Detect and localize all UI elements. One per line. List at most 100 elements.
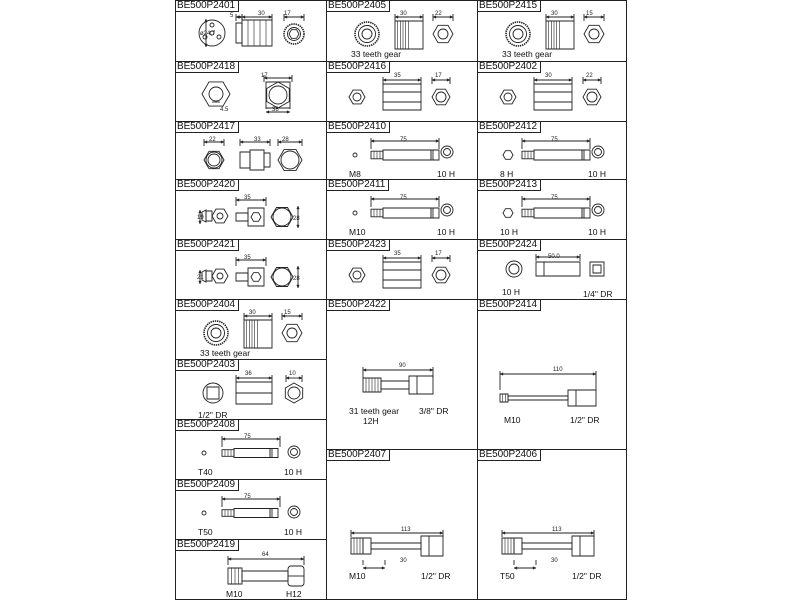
arrow-head xyxy=(287,111,290,114)
bore-circle xyxy=(438,29,448,39)
gear-inner xyxy=(359,26,376,43)
drawing-group xyxy=(349,255,450,288)
part-drawing xyxy=(176,480,328,541)
socket-body xyxy=(534,84,572,110)
drum-face xyxy=(199,20,225,46)
part-drawing xyxy=(176,420,328,481)
arrow-head xyxy=(277,498,280,501)
arrow-head xyxy=(601,16,604,19)
adapter-stem xyxy=(236,273,248,281)
drive-square xyxy=(207,387,219,399)
part-code: BE500P2424 xyxy=(478,240,541,251)
hex-outline xyxy=(212,209,228,223)
spline-collar xyxy=(514,538,522,554)
ring-inner xyxy=(444,207,451,214)
gear-teeth-ring xyxy=(355,22,379,46)
drawing-group xyxy=(502,530,594,569)
nut-bore xyxy=(269,86,287,104)
part-caption: T40 xyxy=(198,467,213,477)
part-drawing xyxy=(478,240,628,301)
bore-circle xyxy=(436,92,446,102)
part-caption: T50 xyxy=(198,527,213,537)
part-drawing xyxy=(478,450,628,601)
part-caption: 10 H xyxy=(588,227,606,237)
pin-hole xyxy=(203,35,207,39)
arrow-head xyxy=(244,315,247,318)
arrow-head xyxy=(432,79,435,82)
arrow-head xyxy=(546,16,549,19)
arrow-head xyxy=(239,16,242,19)
part-drawing xyxy=(327,300,479,451)
arrow-head xyxy=(284,16,287,19)
bit-hex-end xyxy=(582,208,590,218)
gear-inner xyxy=(208,325,225,342)
arrow-head xyxy=(204,141,207,144)
arrow-head xyxy=(278,141,281,144)
arrow-head xyxy=(297,266,300,269)
arrow-head xyxy=(587,140,590,143)
arrow-head xyxy=(502,532,505,535)
part-caption: 12H xyxy=(363,416,379,426)
hex-outline xyxy=(583,89,601,105)
ring-inner xyxy=(291,509,298,516)
part-drawing xyxy=(478,62,628,123)
dimension-label: 35 xyxy=(244,195,251,201)
drum-body xyxy=(242,20,272,46)
arrow-head xyxy=(534,79,537,82)
hex-outline xyxy=(204,151,224,168)
arrow-head xyxy=(263,259,266,262)
part-drawing xyxy=(327,240,479,301)
arrow-head xyxy=(383,257,386,260)
arrow-head xyxy=(522,198,525,201)
socket-end xyxy=(421,536,443,556)
arrow-head xyxy=(222,498,225,501)
arrow-head xyxy=(269,377,272,380)
bit-tip xyxy=(371,151,383,159)
drawing-group xyxy=(503,138,604,160)
arrow-head xyxy=(236,259,239,262)
dimension-label: 75 xyxy=(400,137,407,143)
dimension-label: 30 xyxy=(551,11,558,17)
arrow-head xyxy=(395,16,398,19)
part-drawing xyxy=(176,180,328,241)
part-caption: 10 H xyxy=(284,527,302,537)
arrow-head xyxy=(236,199,239,202)
part-drawing xyxy=(176,360,328,421)
adapter-end-ring xyxy=(273,268,291,286)
ring-outer xyxy=(288,446,300,458)
bit-hex-end xyxy=(270,509,278,518)
socket-hex xyxy=(285,383,302,403)
part-code: BE500P2413 xyxy=(478,180,541,191)
part-drawing xyxy=(176,62,328,123)
dimension-label: 5 xyxy=(230,13,234,19)
arrow-head xyxy=(371,198,374,201)
socket-end xyxy=(409,376,433,394)
extension-bar xyxy=(371,543,421,549)
arrow-head xyxy=(277,438,280,441)
ring-outer xyxy=(288,506,300,518)
dimension-label: 64 xyxy=(262,552,269,558)
part-code: BE500P2416 xyxy=(327,62,390,73)
part-caption: 10 H xyxy=(500,227,518,237)
part-caption: M8 xyxy=(349,169,361,179)
gear-inner xyxy=(510,26,527,43)
part-drawing xyxy=(176,540,328,601)
arrow-head xyxy=(591,532,594,535)
arrow-head xyxy=(418,257,421,260)
dimension-label: 75 xyxy=(400,195,407,201)
hex-outline xyxy=(432,267,450,283)
socket-face xyxy=(203,383,223,403)
bit-hex-end xyxy=(582,150,590,160)
dimension-label: 110 xyxy=(553,367,563,373)
part-drawing xyxy=(327,62,479,123)
drawing-group xyxy=(349,77,450,110)
drawing-group xyxy=(353,196,453,218)
part-code: BE500P2411 xyxy=(327,180,390,191)
part-caption: 10 H xyxy=(284,467,302,477)
arrow-head xyxy=(263,199,266,202)
part-caption: M10 xyxy=(349,227,366,237)
